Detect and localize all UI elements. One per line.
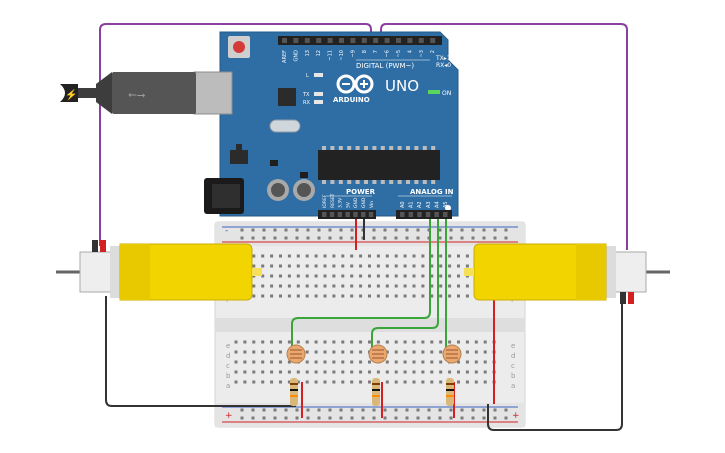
- photoresistor-2[interactable]: [368, 344, 388, 364]
- digital-pin-label: 13: [305, 50, 311, 56]
- lightning-icon: ⚡: [65, 88, 77, 101]
- usb-symbol-icon: ⭠⭢: [128, 88, 146, 101]
- power-pin-holes: [322, 212, 374, 217]
- power-label: POWER: [346, 188, 376, 196]
- digital-pin-label: ~10: [339, 50, 345, 61]
- dc-power-jack[interactable]: [204, 178, 244, 214]
- digital-pin-label: 12: [316, 50, 322, 56]
- wire-purple-right[interactable]: [380, 23, 628, 250]
- digital-pin-label: ~11: [328, 50, 334, 61]
- analog-pin-label: A4: [434, 201, 440, 208]
- analog-header[interactable]: [396, 210, 452, 219]
- digital-pin-label: AREF: [282, 50, 288, 63]
- arduino-uno-board[interactable]: AREF GND 13 12 ~11 ~10 ~9 8 7 ~6 ~5 4 ~3 2 DIGITAL (P…: [219, 31, 459, 219]
- digital-pin-holes: [282, 38, 436, 43]
- digital-pin-label: 8: [362, 50, 368, 53]
- row-label-e-right: e: [511, 342, 515, 350]
- row-label-c: c: [226, 362, 230, 370]
- row-label-e: e: [226, 342, 230, 350]
- tx-pin-label: TX▸1: [435, 55, 451, 62]
- row-label-b-right: b: [511, 372, 516, 380]
- tx-led-label: TX: [302, 92, 310, 98]
- rail-minus-label: -: [225, 226, 228, 236]
- rx-led-label: RX: [303, 100, 310, 106]
- atmega-chip: [318, 150, 440, 180]
- voltage-regulator: [230, 150, 248, 164]
- digital-pin-label: ~6: [385, 50, 391, 57]
- analog-pin-label: A5: [443, 201, 449, 208]
- photoresistor-3[interactable]: [442, 344, 462, 364]
- row-label-a-right: a: [511, 382, 515, 390]
- rx-led-icon: [314, 100, 323, 104]
- power-pin-label: GND: [361, 197, 367, 208]
- wire-purple-left[interactable]: [99, 23, 372, 246]
- rx-pin-label: RX◂0: [436, 62, 451, 69]
- capacitor-icon: [293, 179, 315, 201]
- resistor-3[interactable]: [446, 378, 454, 406]
- wires: [99, 23, 628, 431]
- l-led-icon: [314, 73, 323, 77]
- reset-button-cap-icon: [233, 41, 245, 53]
- digital-pin-label: GND: [293, 50, 299, 62]
- row-label-b: b: [226, 372, 231, 380]
- on-label: ON: [442, 90, 451, 97]
- mount-hole-icon: [445, 205, 451, 211]
- dc-motor-left[interactable]: [56, 240, 262, 301]
- model-label: UNO: [385, 77, 419, 95]
- dc-motor-right[interactable]: [464, 243, 670, 304]
- wire-green-1[interactable]: [291, 218, 431, 350]
- digital-pin-label: 2: [430, 50, 436, 53]
- digital-pin-label: 7: [373, 50, 379, 53]
- usb-chip: [278, 88, 296, 106]
- analog-pin-label: A3: [426, 201, 432, 208]
- capacitor-icon: [267, 179, 289, 201]
- row-label-d: d: [226, 352, 230, 360]
- usb-connector[interactable]: ⭠⭢: [60, 71, 233, 115]
- row-label-c-right: c: [511, 362, 515, 370]
- power-pin-label: RESET: [330, 193, 336, 208]
- analog-label: ANALOG IN: [410, 188, 454, 196]
- analog-pin-label: A0: [400, 201, 406, 208]
- analog-pin-label: A2: [417, 201, 423, 208]
- digital-pin-label: ~5: [396, 50, 402, 57]
- power-pin-label: 3.3V: [338, 197, 344, 208]
- rail-plus-label: +: [225, 411, 233, 421]
- arduino-logo-icon: [336, 74, 374, 94]
- rail-plus-label-right: +: [512, 411, 520, 421]
- power-led-icon: [428, 90, 440, 94]
- digital-pin-labels: AREF GND 13 12 ~11 ~10 ~9 8 7 ~6 ~5 4 ~3 2: [282, 50, 436, 63]
- row-label-d-right: d: [511, 352, 515, 360]
- power-pin-label: 5V: [345, 201, 351, 208]
- resistor-2[interactable]: [372, 378, 380, 406]
- brand-label: ARDUINO: [333, 96, 370, 104]
- analog-pin-label: A1: [409, 201, 415, 208]
- tx-led-icon: [314, 92, 323, 96]
- row-label-a: a: [226, 382, 230, 390]
- crystal: [269, 119, 301, 133]
- digital-header[interactable]: [278, 36, 442, 45]
- chip-pins: [322, 146, 436, 184]
- analog-pin-holes: [400, 212, 448, 217]
- breadboard-row-labels-bottom: e d c b a e d c b a: [226, 342, 516, 390]
- power-pin-label: Vin: [369, 201, 375, 208]
- photoresistor-1[interactable]: [286, 344, 306, 364]
- digital-pin-label: ~9: [350, 50, 356, 57]
- wire-black-right[interactable]: [487, 296, 623, 431]
- wire-black-left[interactable]: [105, 296, 296, 407]
- wire-green-2[interactable]: [371, 218, 439, 352]
- power-pin-label: IOREF: [322, 194, 328, 208]
- digital-label: DIGITAL (PWM~): [356, 62, 414, 70]
- resistor-1[interactable]: [290, 378, 298, 406]
- l-led-label: L: [306, 73, 309, 79]
- power-pin-label: GND: [353, 197, 359, 208]
- digital-pin-label: ~3: [419, 50, 425, 57]
- digital-pin-label: 4: [407, 50, 413, 53]
